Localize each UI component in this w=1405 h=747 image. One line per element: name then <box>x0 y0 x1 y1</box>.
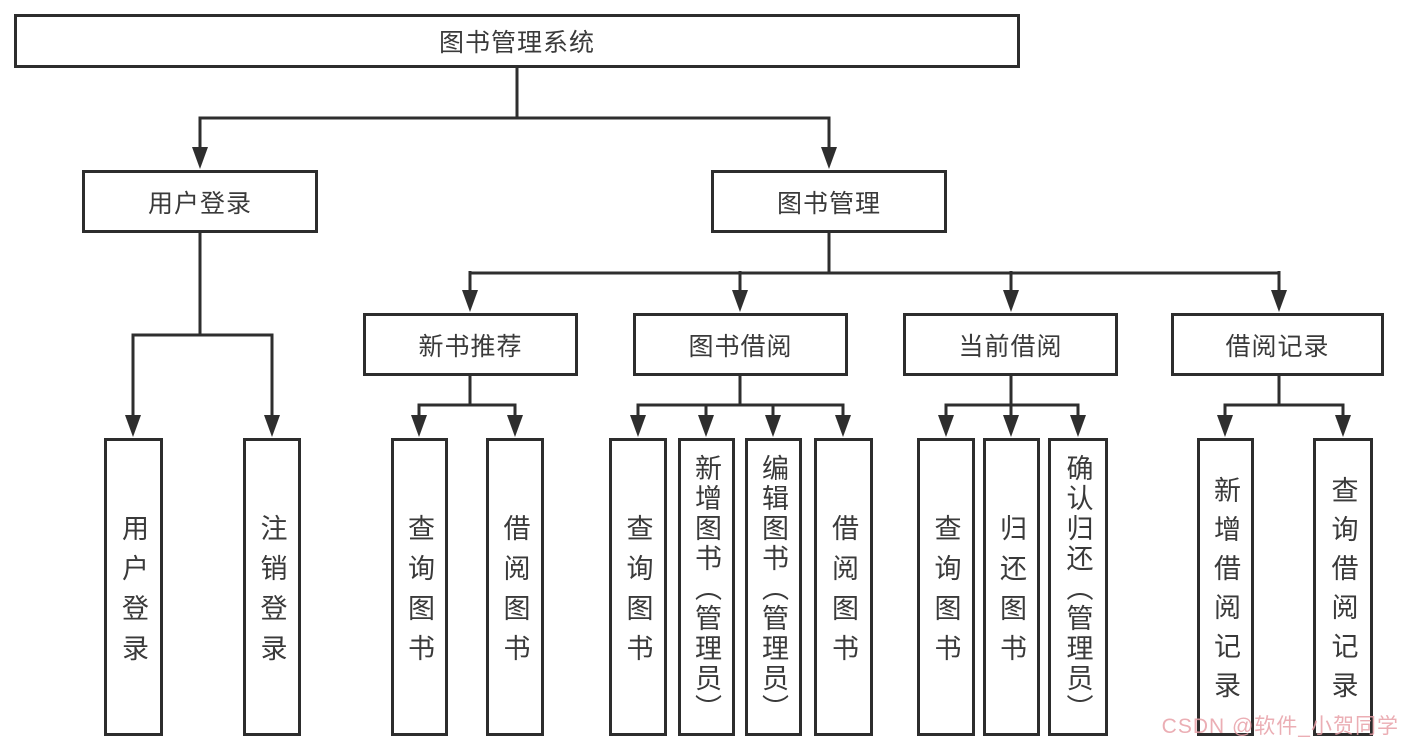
arrowheads <box>125 147 1351 437</box>
node-label: 编辑图书（管理员） <box>758 453 788 724</box>
node-user-login: 用户登录 <box>82 170 318 233</box>
node-label: 查询图书 <box>622 513 653 674</box>
node-label: 用户登录 <box>118 513 148 674</box>
node-label: 查询图书 <box>930 513 961 674</box>
node-label: 图书借阅 <box>688 332 793 361</box>
connector-current-leaves <box>944 376 1080 419</box>
node-borrowing-records: 借阅记录 <box>1171 313 1384 376</box>
connector-root-level1 <box>198 68 831 151</box>
connector-bookmgmt-level2 <box>468 233 1281 294</box>
node-book-borrowing: 图书借阅 <box>633 313 848 376</box>
leaf-add-books-admin: 新增图书（管理员） <box>678 438 735 736</box>
leaf-borrow-books: 借阅图书 <box>814 438 873 736</box>
node-label: 查询图书 <box>404 513 434 674</box>
node-label: 图书管理 <box>776 189 881 218</box>
connector-records-leaves <box>1223 376 1345 419</box>
node-label: 图书管理系统 <box>438 29 595 57</box>
leaf-confirm-return-admin: 确认归还（管理员） <box>1048 438 1108 736</box>
node-current-borrowing: 当前借阅 <box>903 313 1118 376</box>
node-label: 新书推荐 <box>418 332 523 361</box>
leaf-add-borrow-record: 新增借阅记录 <box>1197 438 1254 736</box>
node-label: 当前借阅 <box>958 332 1063 361</box>
leaf-edit-books-admin: 编辑图书（管理员） <box>745 438 802 736</box>
leaf-query-borrow-record: 查询借阅记录 <box>1313 438 1373 736</box>
leaf-query-books: 查询图书 <box>609 438 667 736</box>
node-label: 借阅图书 <box>828 513 858 674</box>
leaf-query-books: 查询图书 <box>391 438 448 736</box>
leaf-logout: 注销登录 <box>243 438 301 736</box>
node-label: 新增借阅记录 <box>1210 476 1240 710</box>
node-label: 确认归还（管理员） <box>1062 453 1093 724</box>
connector-borrow-leaves <box>636 376 845 419</box>
csdn-watermark: CSDN @软件_小贺同学 <box>1161 715 1399 738</box>
node-label: 新增图书（管理员） <box>691 453 721 724</box>
node-label: 查询借阅记录 <box>1327 476 1358 710</box>
node-label: 借阅记录 <box>1225 332 1330 361</box>
node-label: 用户登录 <box>147 189 252 218</box>
leaf-borrow-books: 借阅图书 <box>486 438 544 736</box>
node-label: 借阅图书 <box>499 513 530 674</box>
leaf-user-login: 用户登录 <box>104 438 163 736</box>
node-new-book-recommend: 新书推荐 <box>363 313 578 376</box>
connector-newbooks-leaves <box>417 376 517 419</box>
node-root-system: 图书管理系统 <box>14 14 1020 68</box>
node-label: 归还图书 <box>996 513 1026 674</box>
leaf-return-books: 归还图书 <box>983 438 1040 736</box>
leaf-query-books: 查询图书 <box>917 438 975 736</box>
connector-login-leaves <box>131 233 274 419</box>
node-label: 注销登录 <box>256 513 287 674</box>
node-book-management: 图书管理 <box>711 170 947 233</box>
